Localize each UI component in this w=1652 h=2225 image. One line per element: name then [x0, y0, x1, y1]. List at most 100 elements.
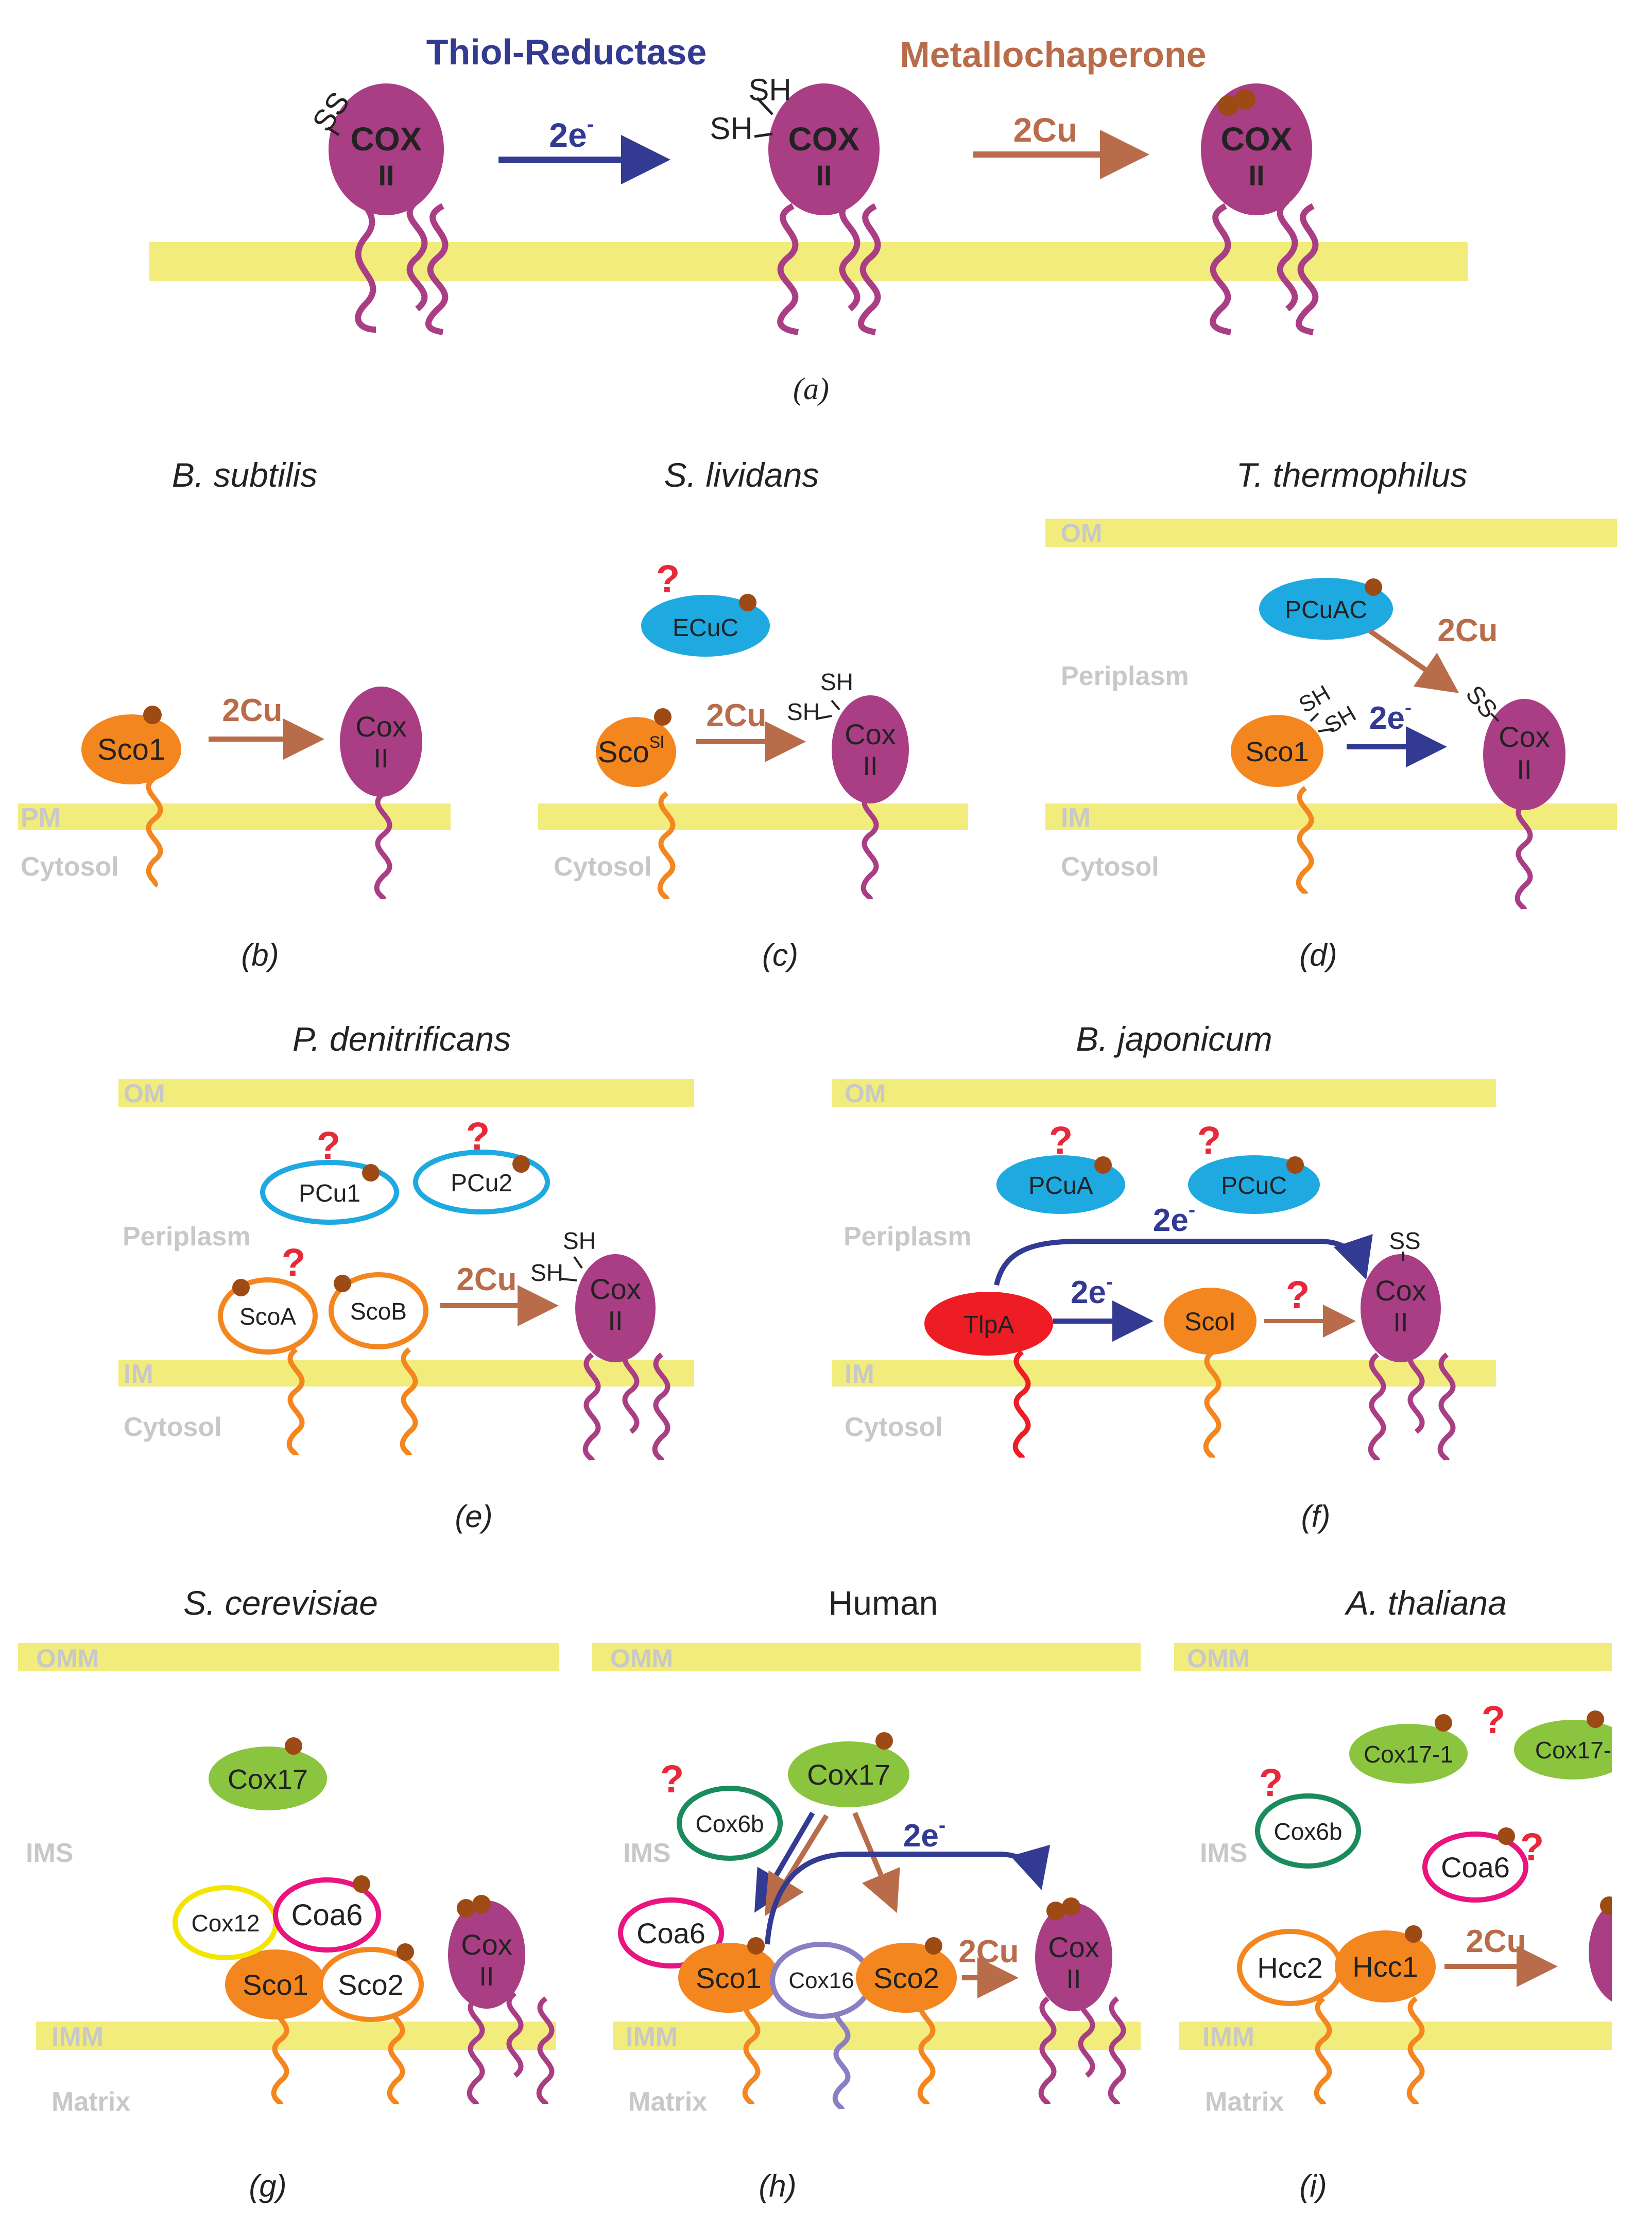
sco-sl-c: ScoSl [596, 708, 676, 900]
svg-text:S. cerevisiae: S. cerevisiae [183, 1584, 378, 1622]
sco1-g: Sco1 [225, 1949, 326, 2106]
svg-text:(i): (i) [1299, 2169, 1327, 2203]
svg-text:Cytosol: Cytosol [124, 1412, 222, 1442]
electron-arrow-f-top [994, 1234, 1373, 1286]
svg-text:Cox: Cox [1499, 721, 1550, 753]
scob-e: ScoB [329, 1272, 428, 1457]
svg-text:OM: OM [845, 1079, 886, 1108]
svg-text:Cox: Cox [590, 1273, 641, 1305]
panel-e: P. denitrificans OM Periplasm IM Cytosol… [118, 1020, 694, 1534]
svg-text:2Cu: 2Cu [1437, 613, 1498, 648]
svg-text:II: II [1248, 159, 1264, 192]
svg-text:(f): (f) [1301, 1499, 1331, 1534]
coa6-g: Coa6 [273, 1875, 381, 1953]
scoa-e: ScoA ? [218, 1241, 318, 1457]
sco2-h: Sco2 [856, 1937, 957, 2106]
panel-g: S. cerevisiae OMM IMS IMM Matrix Cox17 S… [18, 1584, 559, 2203]
svg-text:IM: IM [1061, 803, 1091, 833]
svg-text:COX: COX [1221, 121, 1293, 158]
cox-ii-f: Cox II SS [1361, 1227, 1456, 1462]
svg-text:IM: IM [124, 1359, 153, 1389]
svg-text:2e-: 2e- [1369, 696, 1412, 736]
svg-text:SS: SS [1389, 1227, 1420, 1254]
svg-text:IM: IM [845, 1359, 874, 1389]
svg-text:Cox: Cox [461, 1928, 512, 1961]
panel-h: Human OMM IMS IMM Matrix Cox17 Cox6b ? 2… [592, 1584, 1141, 2203]
copper-label-a: 2Cu [1013, 111, 1078, 149]
svg-text:IMM: IMM [51, 2022, 104, 2052]
cox-ii-partial-i [1589, 1885, 1652, 2019]
coa6-i: Coa6 ? [1422, 1825, 1544, 1903]
svg-text:(e): (e) [455, 1499, 492, 1534]
cox-ii-g: Cox II [448, 1895, 555, 2106]
svg-text:Matrix: Matrix [51, 2087, 130, 2117]
panel-b: B. subtilis PM Cytosol Sco1 2Cu Cox II (… [18, 456, 451, 972]
panel-d: T. thermophilus OM Periplasm IM Cytosol … [1045, 456, 1617, 972]
svg-text:2Cu: 2Cu [1466, 1924, 1526, 1959]
svg-text:A. thaliana: A. thaliana [1344, 1584, 1507, 1622]
svg-text:Sco1: Sco1 [97, 733, 165, 766]
svg-text:S. lividans: S. lividans [664, 456, 819, 494]
svg-text:IMM: IMM [626, 2022, 678, 2052]
svg-text:PCu2: PCu2 [451, 1170, 512, 1197]
svg-text:B. japonicum: B. japonicum [1076, 1020, 1272, 1058]
cox6b-h: Cox6b ? [660, 1757, 783, 1861]
coa6-h: Coa6 [618, 1897, 724, 1969]
pcuac-d: PCuAC [1259, 578, 1393, 640]
svg-text:Cox: Cox [1048, 1931, 1099, 1963]
tlpa-f: TlpA [924, 1292, 1053, 1459]
pcu2-e: PCu2 ? [413, 1115, 550, 1214]
svg-text:Cox16: Cox16 [788, 1968, 854, 1993]
svg-text:Periplasm: Periplasm [123, 1222, 251, 1252]
svg-text:(d): (d) [1299, 938, 1337, 972]
pcua-f: PCuA ? [996, 1119, 1125, 1214]
pcu1-e: PCu1 ? [260, 1124, 399, 1225]
svg-text:IMS: IMS [623, 1838, 670, 1868]
svg-text:Matrix: Matrix [1205, 2087, 1284, 2117]
svg-text:IMS: IMS [1200, 1838, 1247, 1868]
svg-text:?: ? [466, 1115, 490, 1158]
svg-text:Cytosol: Cytosol [1061, 852, 1159, 882]
svg-text:II: II [608, 1306, 623, 1336]
cox-ii-d: Cox II SS [1460, 680, 1565, 911]
cox12-g: Cox12 [173, 1885, 279, 1960]
cox-ii-c: Cox II SH SH [787, 669, 909, 900]
svg-text:Cytosol: Cytosol [554, 852, 652, 882]
svg-text:ScoA: ScoA [239, 1303, 296, 1330]
sh-label-a1: SH [748, 73, 791, 107]
svg-text:2e-: 2e- [1153, 1199, 1195, 1238]
svg-text:OMM: OMM [36, 1644, 99, 1673]
svg-text:?: ? [1049, 1119, 1073, 1162]
cox6b-i: Cox6b ? [1255, 1761, 1361, 1869]
svg-text:Periplasm: Periplasm [1061, 661, 1189, 691]
svg-text:2Cu: 2Cu [456, 1262, 517, 1297]
svg-text:Matrix: Matrix [628, 2087, 707, 2117]
svg-text:T. thermophilus: T. thermophilus [1236, 456, 1468, 494]
svg-text:2Cu: 2Cu [958, 1934, 1019, 1970]
svg-text:2Cu: 2Cu [222, 693, 282, 728]
svg-text:?: ? [282, 1241, 305, 1285]
svg-text:Sco1: Sco1 [696, 1962, 762, 1994]
svg-text:?: ? [1482, 1698, 1505, 1742]
svg-text:P. denitrificans: P. denitrificans [292, 1020, 511, 1058]
sco1-d: Sco1 SH SH [1231, 680, 1360, 895]
caption-a: (a) [793, 372, 829, 406]
svg-text:COX: COX [788, 121, 860, 158]
svg-text:ECuC: ECuC [673, 614, 738, 642]
svg-text:Human: Human [829, 1584, 938, 1622]
svg-text:PCuC: PCuC [1221, 1172, 1287, 1200]
svg-text:OM: OM [124, 1079, 165, 1108]
svg-text:ScoB: ScoB [350, 1298, 407, 1325]
svg-text:(g): (g) [249, 2169, 286, 2203]
thiol-reductase-title: Thiol-Reductase [426, 32, 707, 72]
svg-text:?: ? [660, 1757, 684, 1801]
svg-text:2e-: 2e- [903, 1814, 945, 1854]
svg-text:Sco2: Sco2 [338, 1969, 404, 2001]
svg-text:II: II [1517, 755, 1532, 785]
svg-text:(c): (c) [762, 938, 798, 972]
svg-text:COX: COX [351, 121, 422, 158]
svg-text:PCuAC: PCuAC [1285, 596, 1367, 624]
membrane-a [149, 242, 1468, 281]
scoi-f: ScoI [1164, 1288, 1257, 1459]
